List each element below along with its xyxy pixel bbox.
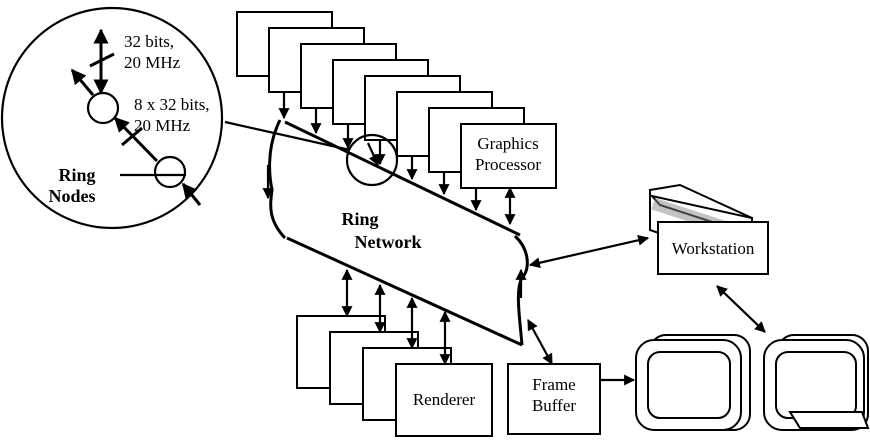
zoom-line: [224, 120, 351, 152]
frame-buffer-label-2: Buffer: [532, 396, 576, 415]
renderer-label: Renderer: [413, 390, 476, 409]
ring-network: Ring Network: [262, 119, 529, 347]
graphics-processor-label-2: Processor: [475, 155, 541, 174]
graphics-processor-stack: Graphics Processor: [236, 11, 557, 189]
ring-to-workstation-arrow: [528, 234, 650, 269]
ring-nodes-label-1: Ring: [58, 165, 95, 185]
frame-buffer: Frame Buffer: [507, 363, 601, 435]
ring-network-label-1: Ring: [341, 209, 378, 229]
graphics-processor-box: [460, 123, 557, 189]
ring-nodes-label-2: Nodes: [48, 186, 95, 206]
frame-buffer-label-1: Frame: [532, 375, 575, 394]
workstation-icon: Workstation: [649, 183, 769, 275]
workstation-label: Workstation: [672, 239, 755, 258]
bus-main-freq-label: 20 MHz: [124, 53, 181, 72]
bus-wide-label: 8 x 32 bits,: [134, 95, 210, 114]
monitor-icon-2: [763, 334, 870, 431]
ring-to-framebuffer-arrow: [527, 319, 553, 365]
bus-wide-freq-label: 20 MHz: [134, 116, 191, 135]
ring-node-detail: 32 bits, 20 MHz 8 x 32 bits, 20 MHz Ring…: [0, 6, 224, 230]
workstation-to-monitor-arrow: [716, 285, 766, 333]
renderer-arrows: [341, 268, 451, 366]
renderer-stack: Renderer: [296, 315, 493, 437]
ring-node-highlight: [345, 133, 399, 187]
renderer-box: [395, 363, 493, 437]
monitor-icon: [635, 334, 751, 431]
ring-network-label-2: Network: [355, 232, 422, 252]
bus-main-label: 32 bits,: [124, 32, 174, 51]
gp-arrows: [278, 92, 516, 226]
graphics-processor-label-1: Graphics: [477, 134, 538, 153]
